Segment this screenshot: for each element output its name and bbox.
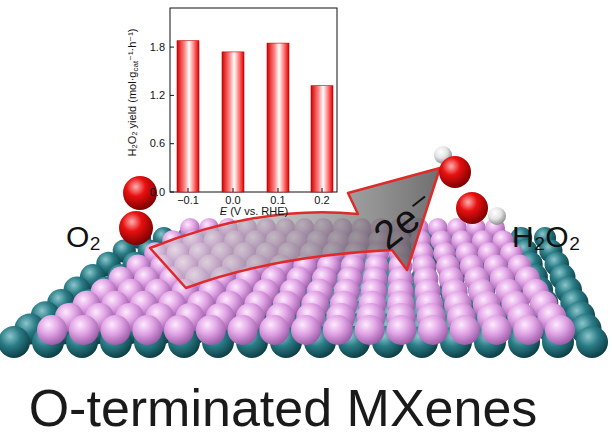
oxygen-termination: [291, 315, 321, 345]
oxygen-termination: [386, 315, 416, 345]
tick: [170, 47, 174, 48]
tick: [170, 95, 174, 96]
bar-chart: [170, 8, 337, 192]
axis-title: H₂O₂ yield (mol·gcat⁻¹·h⁻¹): [126, 28, 139, 156]
tick: [278, 188, 279, 192]
tick: [170, 192, 174, 193]
tick-label: 0.2: [314, 195, 329, 206]
oxygen-termination: [228, 315, 258, 345]
tick: [233, 188, 234, 192]
product-label: H₂O₂: [512, 222, 580, 252]
tick-label: 0.0: [225, 195, 240, 206]
reactant-label: O₂: [66, 222, 101, 252]
oxygen-atom: [456, 192, 488, 224]
axis-title: E (V vs. RHE): [220, 206, 288, 217]
tick: [170, 143, 174, 144]
oxygen-termination: [101, 315, 131, 345]
bar: [177, 41, 199, 192]
axis-title-part: H₂O₂ yield (mol·g: [125, 71, 137, 156]
oxygen-atom: [439, 156, 471, 188]
tick: [188, 188, 189, 192]
oxygen-termination: [132, 315, 162, 345]
bar: [222, 52, 244, 192]
oxygen-termination: [355, 315, 385, 345]
axis-symbol: E: [220, 205, 227, 217]
oxygen-termination: [450, 315, 480, 345]
oxygen-termination: [37, 315, 67, 345]
tick-label: 0.6: [150, 138, 165, 149]
axis-title-part: (V vs. RHE): [230, 205, 288, 217]
tick-label: 0.1: [270, 195, 285, 206]
oxygen-termination: [482, 315, 512, 345]
oxygen-atom: [119, 211, 153, 245]
axis-subscript: cat: [130, 60, 139, 71]
metal-atom: [576, 326, 608, 358]
tick-label: −0.1: [177, 195, 199, 206]
hydrogen-atom: [488, 207, 506, 225]
tick-label: 0.0: [150, 187, 165, 198]
caption: O-terminated MXenes: [29, 382, 538, 434]
tick: [322, 188, 323, 192]
oxygen-termination: [323, 315, 353, 345]
oxygen-termination: [69, 315, 99, 345]
oxygen-termination: [259, 315, 289, 345]
oxygen-termination: [545, 315, 575, 345]
h2o2-molecule: [434, 146, 506, 225]
bar: [311, 86, 333, 192]
tick-label: 1.8: [150, 42, 165, 53]
oxygen-termination: [196, 315, 226, 345]
oxygen-termination: [418, 315, 448, 345]
tick-label: 1.2: [150, 90, 165, 101]
oxygen-termination: [164, 315, 194, 345]
metal-atom: [0, 326, 30, 358]
plot-frame: [170, 8, 337, 192]
axis-title-part: ⁻¹·h⁻¹): [125, 28, 137, 60]
oxygen-termination: [513, 315, 543, 345]
bar: [267, 43, 289, 192]
